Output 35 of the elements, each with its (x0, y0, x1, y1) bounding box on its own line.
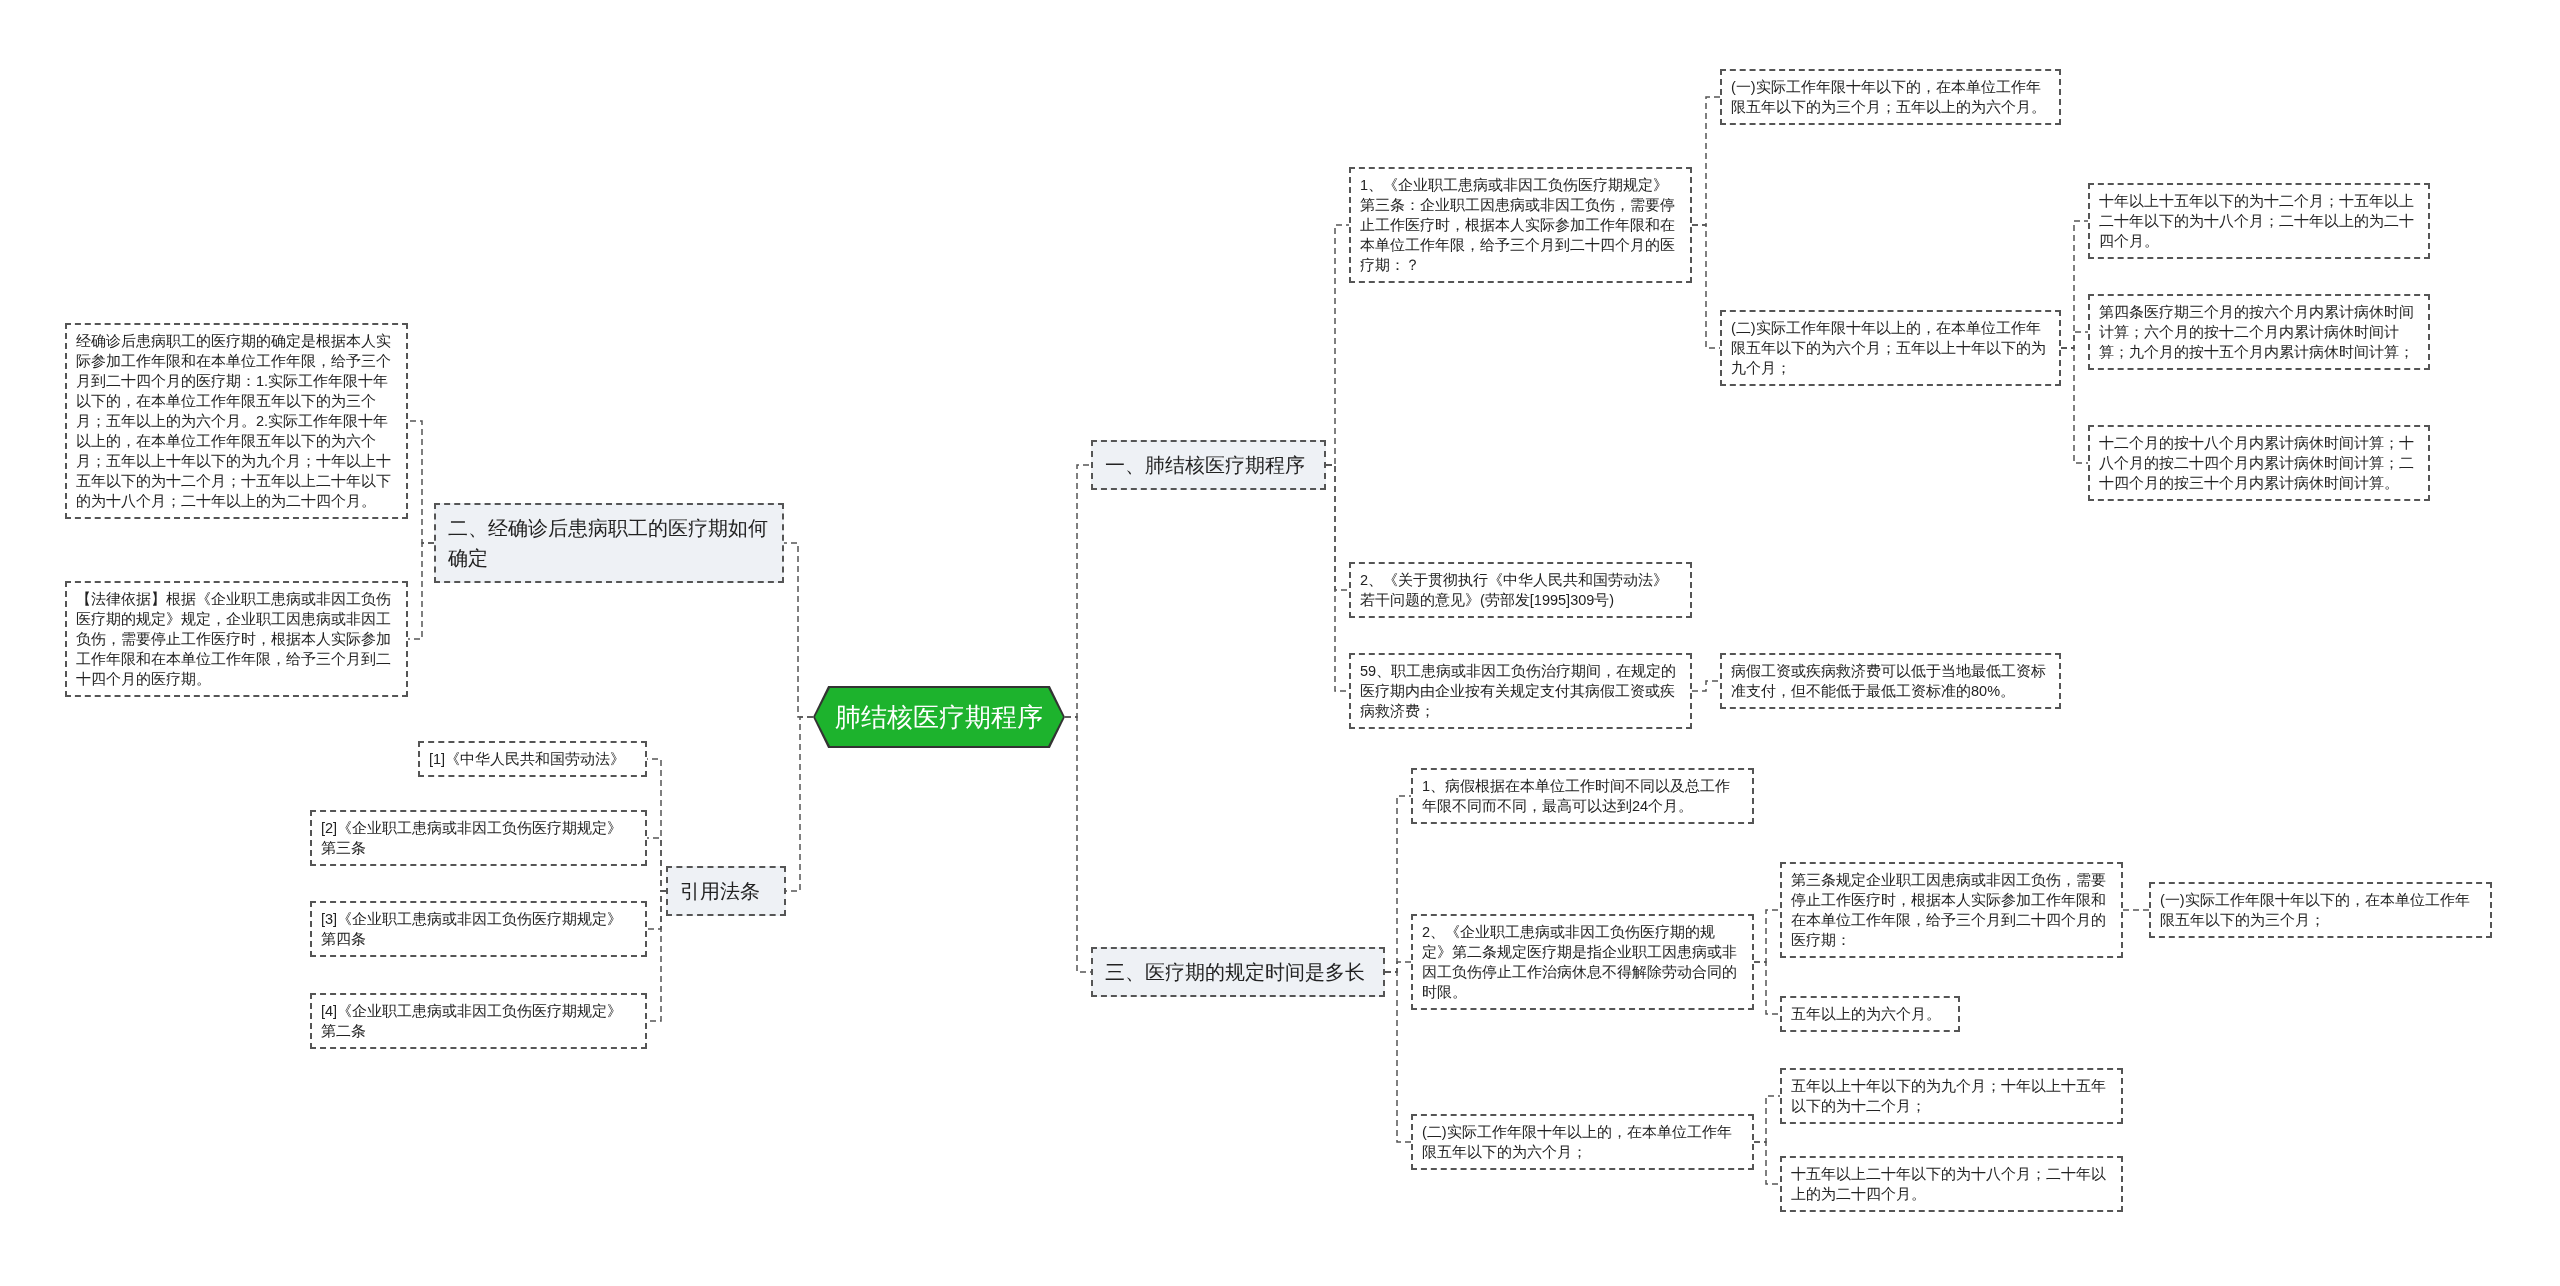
text-box: 第四条医疗期三个月的按六个月内累计病休时间计算；六个月的按十二个月内累计病休时间计算；九个月的按十五个月内累计病休时间计算； (2088, 294, 2430, 370)
connector-line (1691, 680, 1721, 692)
central-topic: 肺结核医疗期程序 (813, 686, 1065, 748)
text-box: (二)实际工作年限十年以上的，在本单位工作年限五年以下的为六个月； (1411, 1114, 1754, 1170)
text-box: 2、《企业职工患病或非因工负伤医疗期的规定》第二条规定医疗期是指企业职工因患病或非因工负伤停止工作治病休息不得解除劳动合同的时限。 (1411, 914, 1754, 1010)
text-box: 59、职工患病或非因工负伤治疗期间，在规定的医疗期内由企业按有关规定支付其病假工资或疾病救济费； (1349, 653, 1692, 729)
connector-line (1753, 1141, 1781, 1185)
text-box: [3]《企业职工患病或非因工负伤医疗期规定》第四条 (310, 901, 647, 957)
text-box: (一)实际工作年限十年以下的，在本单位工作年限五年以下的为三个月；五年以上的为六个月。 (1720, 69, 2061, 125)
topic-box: 三、医疗期的规定时间是多长 (1091, 947, 1385, 997)
text-box: 五年以上十年以下的为九个月；十年以上十五年以下的为十二个月； (1780, 1068, 2123, 1124)
topic-box: 引用法条 (666, 866, 786, 916)
text-box: [1]《中华人民共和国劳动法》 (418, 741, 647, 777)
text-box: 1、《企业职工患病或非因工负伤医疗期规定》第三条：企业职工因患病或非因工负伤，需要停止工作医疗时，根据本人实际参加工作年限和在本单位工作年限，给予三个月到二十四个月的医疗期：？ (1349, 167, 1692, 283)
text-box: 病假工资或疾病救济费可以低于当地最低工资标准支付，但不能低于最低工资标准的80%。 (1720, 653, 2061, 709)
text-box: 2、《关于贯彻执行《中华人民共和国劳动法》若干问题的意见》(劳部发[1995]309号) (1349, 562, 1692, 618)
text-box: 第三条规定企业职工因患病或非因工负伤，需要停止工作医疗时，根据本人实际参加工作年限和在本单位工作年限，给予三个月到二十四个月的医疗期： (1780, 862, 2123, 958)
text-box: 1、病假根据在本单位工作时间不同以及总工作年限不同而不同，最高可以达到24个月。 (1411, 768, 1754, 824)
text-box: 【法律依据】根据《企业职工患病或非因工负伤医疗期的规定》规定，企业职工因患病或非因工负伤，需要停止工作医疗时，根据本人实际参加工作年限和在本单位工作年限，给予三个月到二十四个月的医疗期。 (65, 581, 408, 697)
topic-box: 二、经确诊后患病职工的医疗期如何确定 (434, 503, 784, 583)
text-box: 十二个月的按十八个月内累计病休时间计算；十八个月的按二十四个月内累计病休时间计算；二十四个月的按三十个月内累计病休时间计算。 (2088, 425, 2430, 501)
connector-line (2122, 909, 2150, 911)
connector-line (2060, 347, 2089, 464)
text-box: 五年以上的为六个月。 (1780, 996, 1960, 1032)
topic-box: 一、肺结核医疗期程序 (1091, 440, 1326, 490)
text-box: [2]《企业职工患病或非因工负伤医疗期规定》第三条 (310, 810, 647, 866)
text-box: [4]《企业职工患病或非因工负伤医疗期规定》第二条 (310, 993, 647, 1049)
text-box: 十年以上十五年以下的为十二个月；十五年以上二十年以下的为十八个月；二十年以上的为二十四个月。 (2088, 183, 2430, 259)
connector-line (1753, 961, 1781, 1015)
connector-line (1384, 971, 1412, 1143)
text-box: 经确诊后患病职工的医疗期的确定是根据本人实际参加工作年限和在本单位工作年限，给予三个月到二十四个月的医疗期：1.实际工作年限十年以下的，在本单位工作年限五年以下的为三个月；五年以上的为六个月。2.实际工作年限十年以上的，在本单位工作年限五年以下的为六个月；五年以上十年以下的为九个月；十年以上十五年以下的为十二个月；十五年以上二十年以下的为十八个月；二十年以上的为二十四个月。 (65, 323, 408, 519)
connector-line (407, 542, 435, 640)
text-box: 十五年以上二十年以下的为十八个月；二十年以上的为二十四个月。 (1780, 1156, 2123, 1212)
text-box: (一)实际工作年限十年以下的，在本单位工作年限五年以下的为三个月； (2149, 882, 2492, 938)
text-box: (二)实际工作年限十年以上的，在本单位工作年限五年以下的为六个月；五年以上十年以下的为九个月； (1720, 310, 2061, 386)
